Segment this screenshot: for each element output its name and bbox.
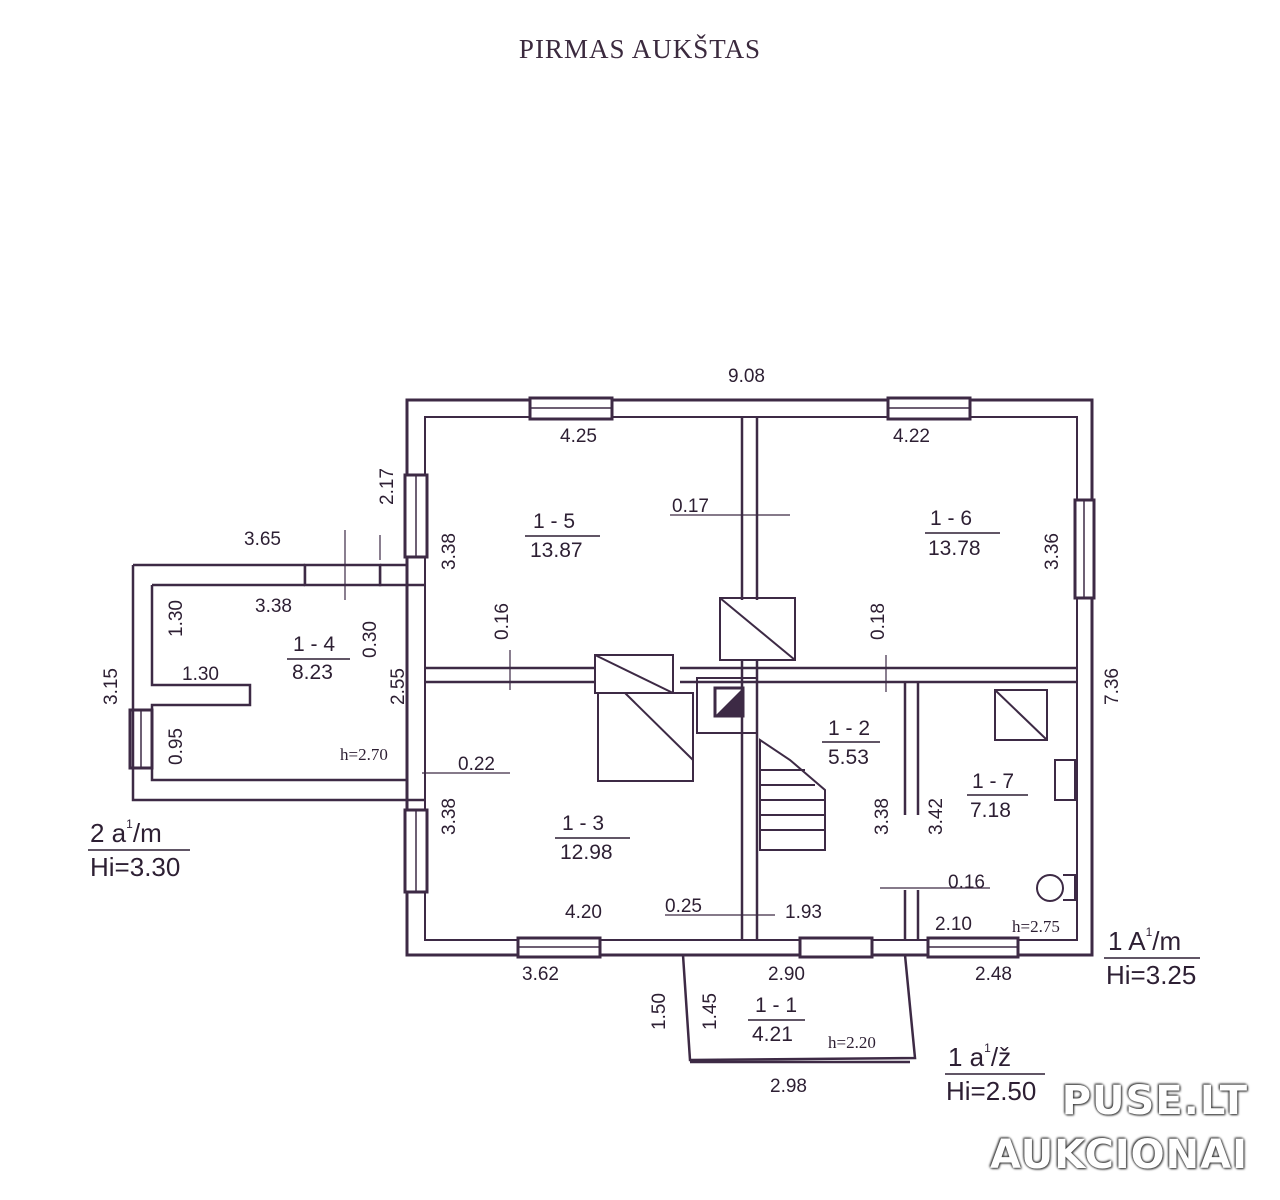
watermark-line2: AUKCIONAI bbox=[990, 1132, 1248, 1178]
dim-overall-depth: 7.36 bbox=[1102, 668, 1123, 705]
dim-room3-depth: 3.38 bbox=[439, 798, 460, 835]
dim-porch-298: 2.98 bbox=[770, 1076, 807, 1097]
room-area: 12.98 bbox=[560, 841, 613, 864]
dimension-labels: 9.08 4.25 4.22 3.65 3.38 0.17 1.30 h=2.7… bbox=[101, 366, 1123, 1097]
dim-h-275: h=2.75 bbox=[1012, 917, 1060, 936]
annotation-label: 1 a1/ž bbox=[948, 1041, 1011, 1072]
room-1-5: 1 - 5 13.87 bbox=[525, 510, 600, 562]
room-id: 1 - 4 bbox=[293, 633, 335, 656]
annotation-1a-z: 1 a1/ž Hi=2.50 bbox=[945, 1041, 1045, 1106]
room-id: 1 - 6 bbox=[930, 507, 972, 530]
room-1-6: 1 - 6 13.78 bbox=[925, 507, 1000, 560]
room-area: 13.78 bbox=[928, 537, 981, 560]
dim-height-217: 2.17 bbox=[377, 468, 398, 505]
dim-wall-025: 0.25 bbox=[665, 896, 702, 917]
dim-ext-095: 0.95 bbox=[166, 728, 187, 765]
dim-wall-018: 0.18 bbox=[868, 603, 889, 640]
dim-room2-width: 1.93 bbox=[785, 902, 822, 923]
room-area: 5.53 bbox=[828, 746, 869, 769]
room-1-2: 1 - 2 5.53 bbox=[822, 717, 880, 769]
outer-walls bbox=[405, 398, 1094, 957]
windows bbox=[128, 396, 1096, 959]
dim-ext-255: 2.55 bbox=[388, 668, 409, 705]
dim-porch-150: 1.50 bbox=[649, 993, 670, 1030]
annotation-label: 2 a1/m bbox=[90, 817, 162, 848]
annotation-label: 1 A1/m bbox=[1108, 925, 1181, 956]
dim-room4-width: 3.65 bbox=[244, 529, 281, 550]
dim-room2-depth: 3.38 bbox=[872, 798, 893, 835]
room-1-1: 1 - 1 4.21 bbox=[748, 994, 805, 1046]
dim-room7-depth: 3.42 bbox=[926, 798, 947, 835]
dim-bottom-248: 2.48 bbox=[975, 964, 1012, 985]
dim-room6-width: 4.22 bbox=[893, 426, 930, 447]
dim-bottom-362: 3.62 bbox=[522, 964, 559, 985]
page-title: PIRMAS AUKŠTAS bbox=[518, 34, 762, 64]
dim-overall-width: 9.08 bbox=[728, 366, 765, 387]
room-1-7: 1 - 7 7.18 bbox=[967, 770, 1028, 822]
dim-wall-016-a: 0.16 bbox=[492, 603, 513, 640]
annotation-2a: 2 a1/m Hi=3.30 bbox=[88, 817, 190, 882]
room-1-3: 1 - 3 12.98 bbox=[555, 812, 630, 864]
room-area: 7.18 bbox=[970, 799, 1011, 822]
dim-ext-130-v: 1.30 bbox=[166, 600, 187, 637]
dim-ext-030: 0.30 bbox=[360, 621, 381, 658]
dim-h-270: h=2.70 bbox=[340, 745, 388, 764]
dim-room3-width: 4.20 bbox=[565, 902, 602, 923]
dim-partition-017: 0.17 bbox=[672, 496, 709, 517]
dim-bottom-290: 2.90 bbox=[768, 964, 805, 985]
dimension-lines bbox=[344, 514, 990, 916]
room-1-4: 1 - 4 8.23 bbox=[287, 633, 350, 684]
entrance-door bbox=[798, 936, 874, 959]
dim-porch-145: 1.45 bbox=[700, 993, 721, 1030]
room-id: 1 - 1 bbox=[755, 994, 797, 1017]
room-area: 4.21 bbox=[752, 1023, 793, 1046]
annotation-height: Hi=2.50 bbox=[946, 1076, 1036, 1106]
room-labels: 1 - 5 13.87 1 - 6 13.78 1 - 4 8.23 1 - 3… bbox=[287, 507, 1028, 1046]
watermark-line1: PUSE.LT bbox=[1061, 1078, 1248, 1124]
room-area: 13.87 bbox=[530, 539, 583, 562]
dim-ext-130-h: 1.30 bbox=[182, 664, 219, 685]
dim-h-220: h=2.20 bbox=[828, 1033, 876, 1052]
dim-room4-inner: 3.38 bbox=[255, 596, 292, 617]
floor-annotations: 2 a1/m Hi=3.30 1 A1/m Hi=3.25 1 a1/ž Hi=… bbox=[88, 817, 1200, 1106]
porch bbox=[681, 954, 917, 1064]
dim-room5-depth: 3.38 bbox=[439, 533, 460, 570]
room-id: 1 - 5 bbox=[533, 510, 575, 533]
room-id: 1 - 2 bbox=[828, 717, 870, 740]
room-id: 1 - 7 bbox=[972, 770, 1014, 793]
room-id: 1 - 3 bbox=[562, 812, 604, 835]
interior-walls bbox=[407, 417, 1077, 940]
dim-ext-315: 3.15 bbox=[101, 668, 122, 705]
bathroom-fixtures bbox=[994, 689, 1076, 902]
dim-wall-016-b: 0.16 bbox=[948, 872, 985, 893]
dim-room7-width: 2.10 bbox=[935, 914, 972, 935]
annotation-height: Hi=3.30 bbox=[90, 852, 180, 882]
dim-room6-depth: 3.36 bbox=[1042, 533, 1063, 570]
room-area: 8.23 bbox=[292, 661, 333, 684]
annotation-height: Hi=3.25 bbox=[1106, 960, 1196, 990]
dim-room5-width: 4.25 bbox=[560, 426, 597, 447]
dim-wall-022: 0.22 bbox=[458, 754, 495, 775]
stairs bbox=[594, 597, 826, 851]
annex-walls bbox=[131, 563, 407, 802]
annotation-1A: 1 A1/m Hi=3.25 bbox=[1104, 925, 1200, 990]
